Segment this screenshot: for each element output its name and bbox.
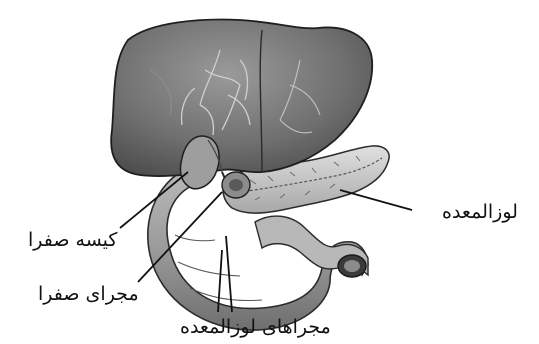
liver — [111, 20, 372, 177]
bile-duct-region — [222, 172, 250, 198]
pancreatic-duct-pointer-1 — [218, 250, 222, 312]
pancreas-pointer — [340, 190, 412, 210]
pancreatic-duct-pointer-2 — [226, 236, 232, 312]
pancreatic-ducts-label: مجراهای لوزالمعده — [180, 318, 331, 337]
gallbladder-label: کیسه صفرا — [28, 231, 117, 250]
bile-duct-label: مجرای صفرا — [38, 285, 139, 304]
pancreas-label: لوزالمعده — [442, 203, 518, 222]
